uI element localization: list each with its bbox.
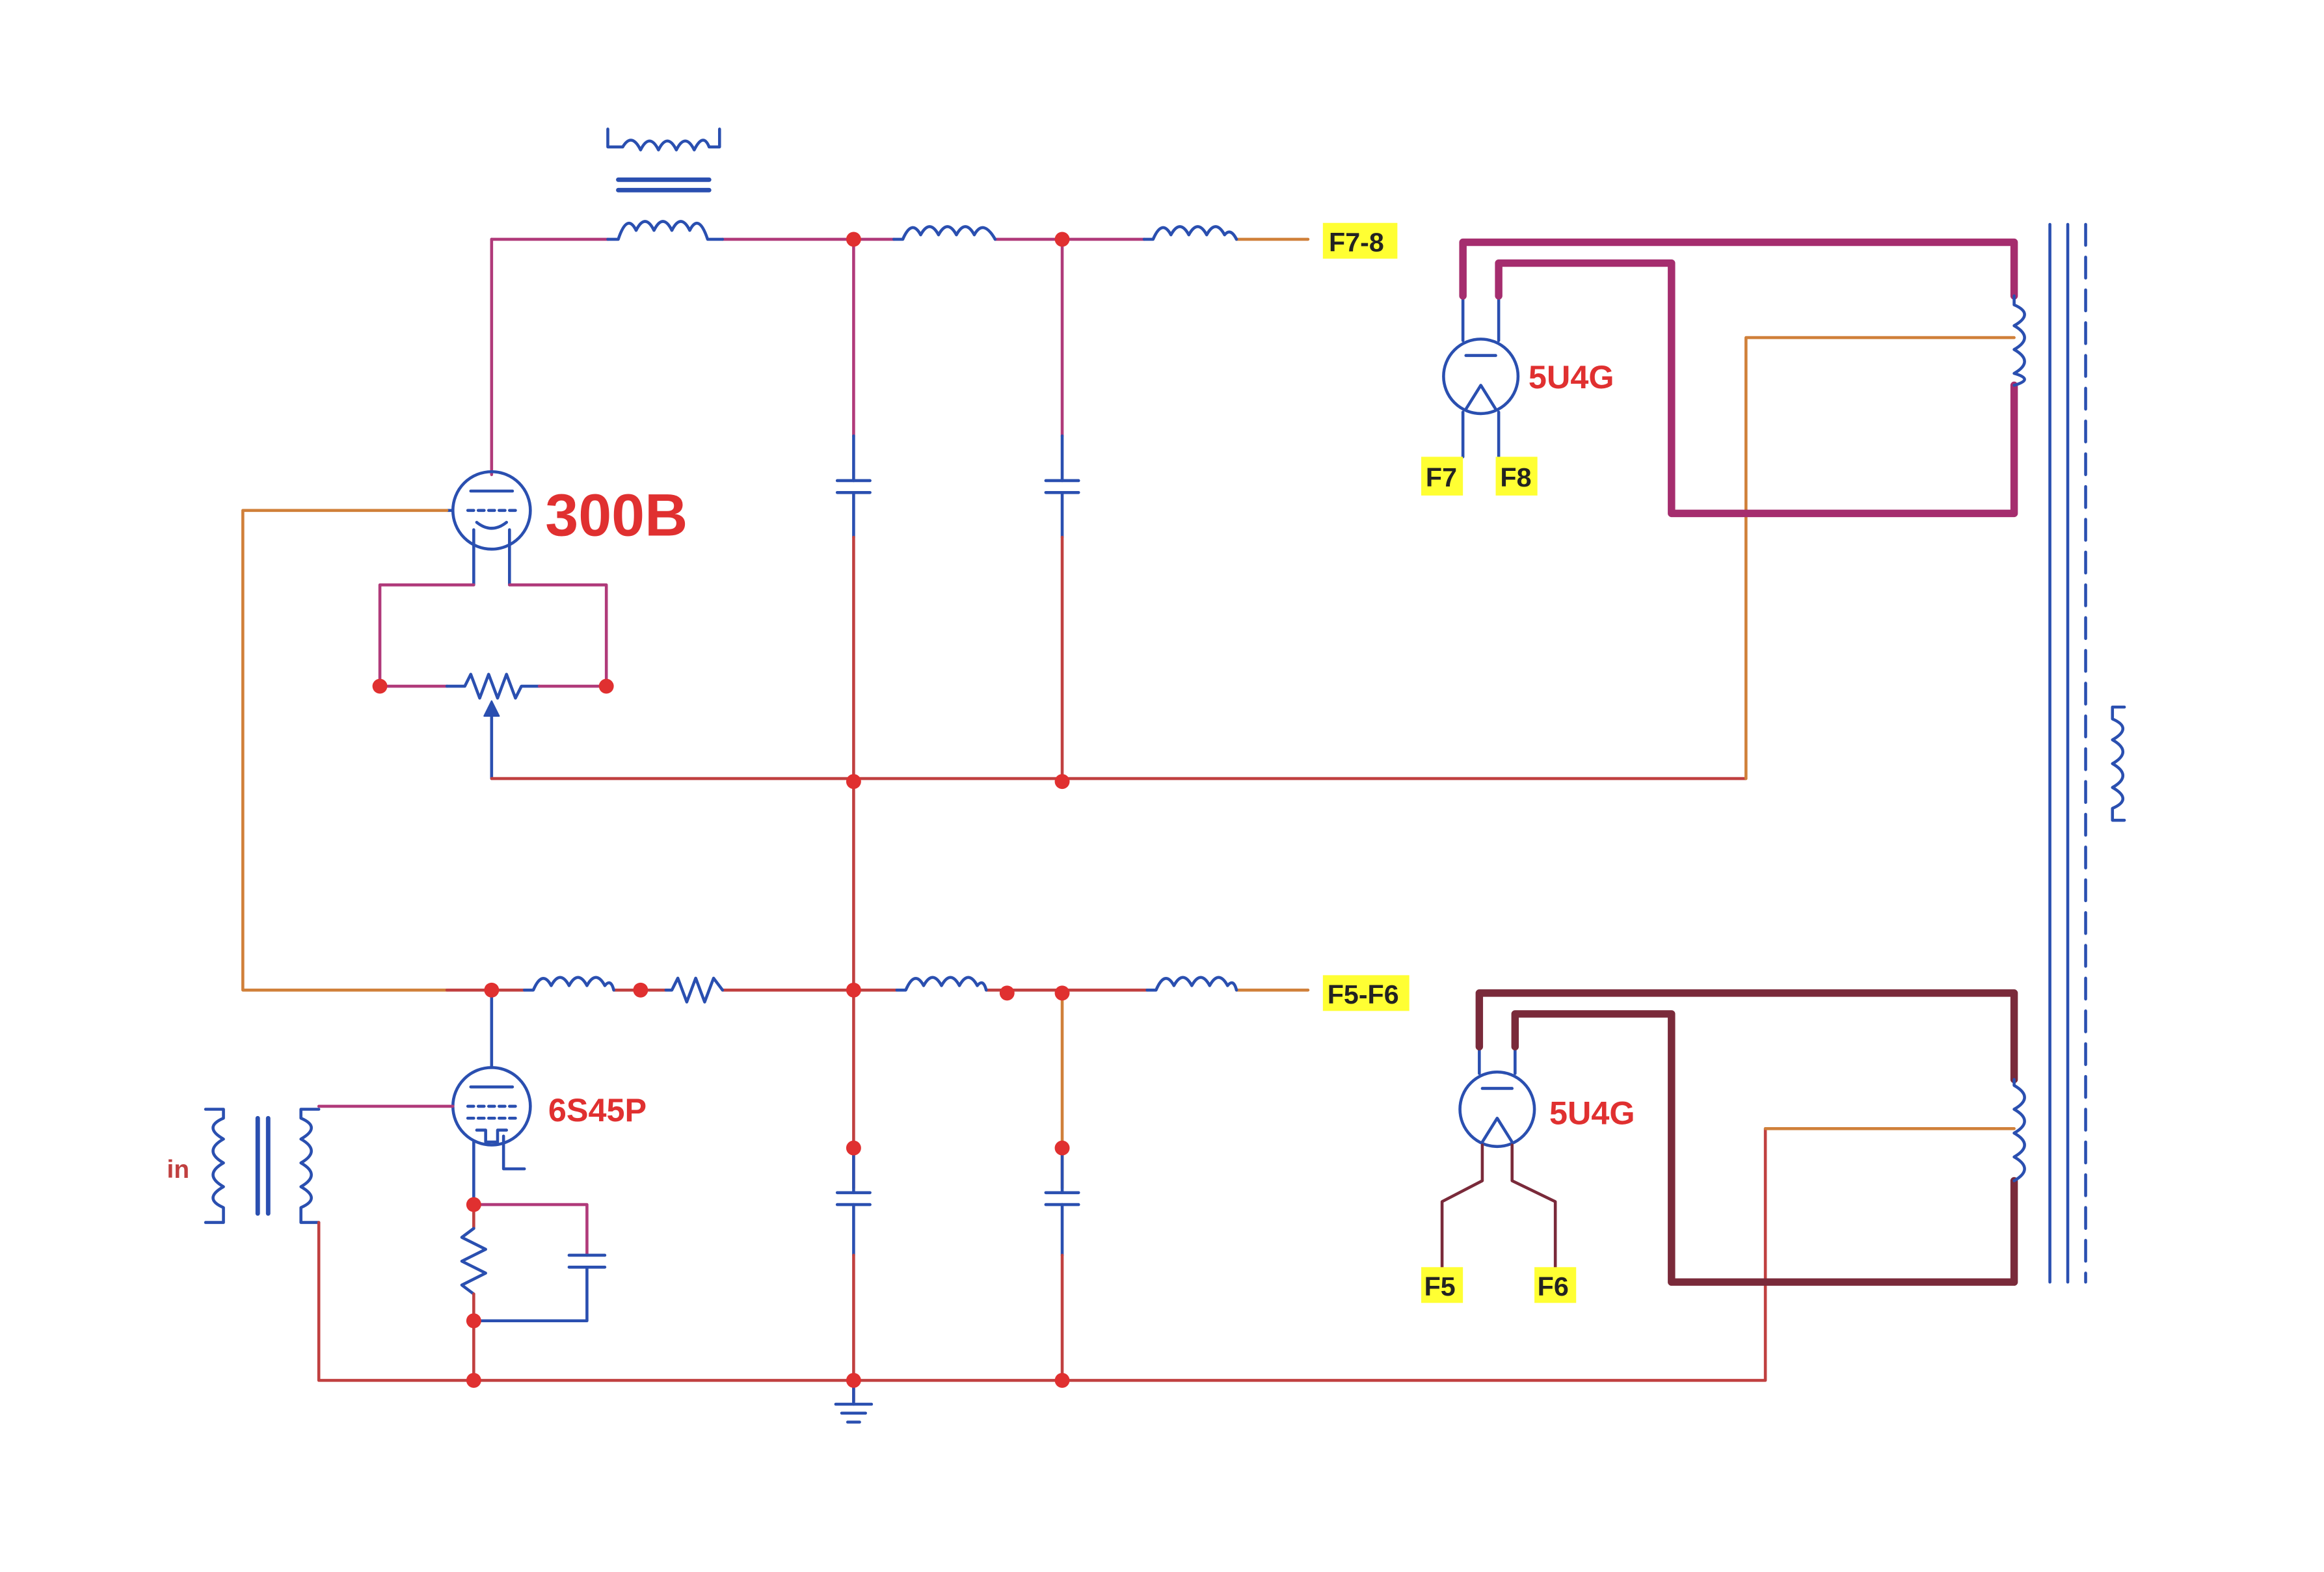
bottom-filter-cap-1 [835,1146,872,1257]
bottom-choke-2 [895,976,988,992]
terminal-tag-f78: F7-8 [1322,222,1398,259]
terminal-label-f6: F6 [1538,1272,1569,1301]
terminal-tag-f6: F6 [1534,1267,1577,1303]
top-transformer [606,127,725,241]
tube-label-rectifier-bottom: 5U4G [1549,1094,1635,1131]
junction-dots [372,232,1070,1388]
bottom-ht-secondary-coil [2012,1078,2026,1182]
rectifier-top-anode-wires [1459,238,2018,518]
top-ht-rail [490,237,1146,477]
top-filter-cap-1 [835,434,872,539]
top-ht-secondary-coil [2012,294,2026,387]
filament-hum-pot [378,583,608,780]
rectifier-bottom-anode-wires [1475,989,2018,1286]
power-transformer-primary [2111,705,2126,822]
top-choke-2 [1142,225,1238,241]
bottom-choke-3 [1145,976,1238,992]
input-label: in [167,1156,190,1184]
top-filter-cap-2 [1044,434,1080,539]
terminal-tag-f7: F7 [1421,457,1463,496]
rectifier-top-5u4g [1442,294,1520,459]
rectifier-bottom-5u4g [1440,1045,1557,1269]
bottom-choke-1 [522,976,615,992]
terminal-tag-f8: F8 [1495,457,1538,496]
terminal-tag-f56: F5-F6 [1322,975,1409,1011]
ground-symbol [834,1379,874,1424]
300b-grid-wire [241,509,449,992]
input-secondary-return [317,1126,1767,1382]
tube-label-300b: 300B [545,483,688,549]
terminal-label-f56: F5-F6 [1328,979,1399,1009]
terminal-label-f8: F8 [1500,462,1531,492]
bottom-filter-cap-2 [1044,1146,1080,1257]
cathode-rc [460,1203,607,1382]
tube-label-rectifier-top: 5U4G [1529,358,1614,395]
tube-300b [445,470,532,587]
terminal-label-f7: F7 [1426,462,1457,492]
top-rectifier-return [1744,336,2016,780]
bottom-resistor [664,976,725,1004]
tube-6s45p [451,988,532,1206]
input-transformer [204,1108,321,1224]
terminal-label-f78: F7-8 [1329,227,1384,257]
tube-label-6s45p: 6S45P [548,1091,647,1128]
terminal-label-f5: F5 [1424,1272,1456,1301]
top-choke-1 [892,225,997,241]
power-transformer-core [2048,222,2087,1284]
terminal-tag-f5: F5 [1421,1267,1463,1303]
